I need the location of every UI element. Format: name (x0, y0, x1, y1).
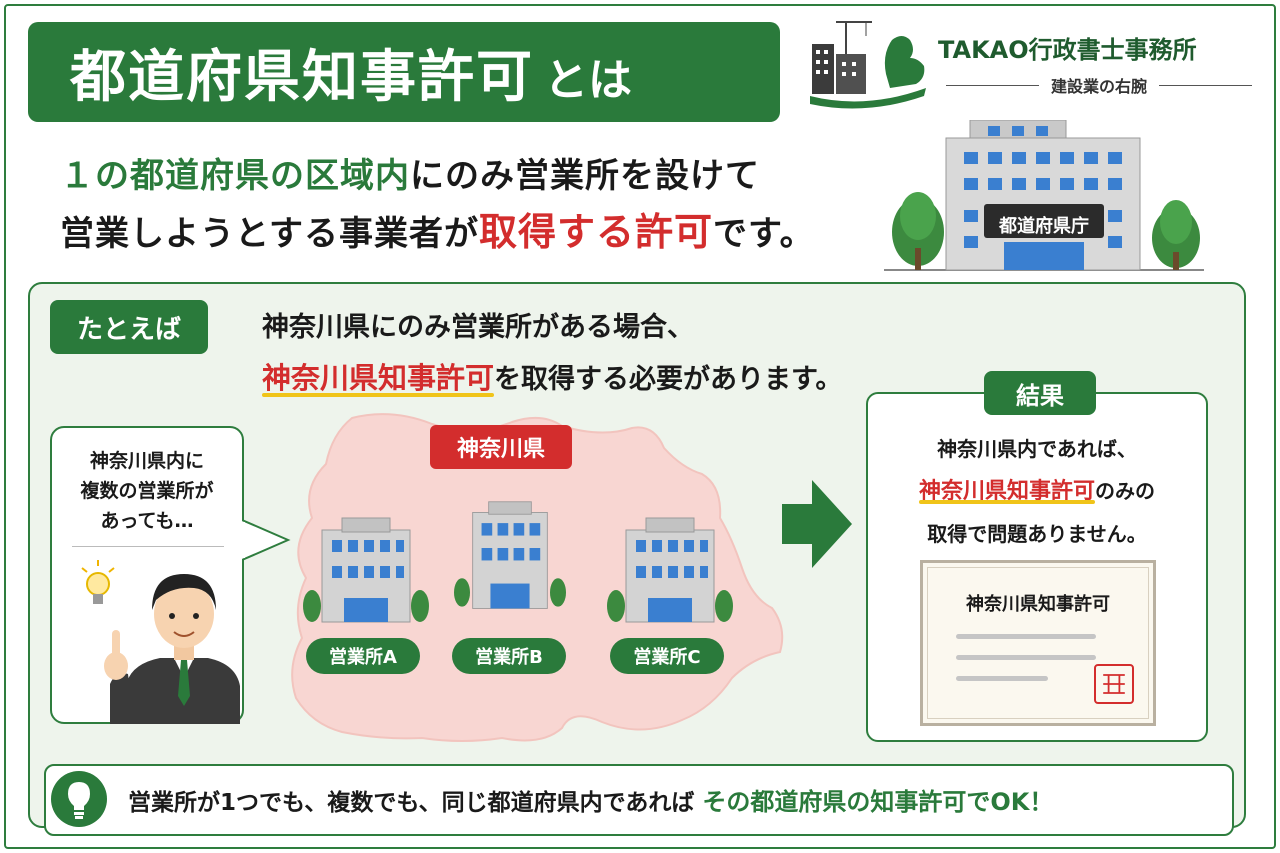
example-badge: たとえば (50, 300, 208, 354)
page-title-suffix: とは (544, 55, 632, 106)
prefecture-label: 神奈川県 (430, 425, 572, 469)
government-building-icon (884, 120, 1204, 271)
footer-text: 営業所が1つでも、複数でも、同じ都道府県内であればその都道府県の知事許可でOK！ (128, 782, 1053, 817)
certificate-line (956, 634, 1096, 639)
page-title: 都道府県知事許可 (70, 44, 534, 110)
lightbulb-icon (51, 771, 107, 827)
logo-tagline: 建設業の右腕 (946, 73, 1253, 97)
office-c-label: 営業所C (610, 638, 724, 674)
government-building-sign: 都道府県庁 (999, 216, 1089, 237)
seal-icon (1094, 664, 1134, 704)
intro-text-1: にのみ営業所を設けて (410, 156, 760, 196)
bubble-text: 神奈川県内に 複数の営業所が あっても… (50, 446, 244, 536)
bubble-line: 複数の営業所が (80, 480, 214, 502)
result-line-2: のみの (1095, 479, 1155, 503)
result-badge: 結果 (984, 371, 1096, 415)
arrow-right-icon (782, 480, 852, 568)
businessman-lightbulb-icon (81, 560, 240, 724)
outer-frame (4, 4, 1276, 849)
result-line-3: 取得で問題ありません。 (927, 522, 1147, 546)
footer-text-main: 営業所が1つでも、複数でも、同じ都道府県内であれば (128, 790, 695, 816)
title-banner: 都道府県知事許可 とは (28, 22, 780, 122)
footer-note (44, 764, 1234, 836)
divider (1159, 84, 1253, 86)
result-text: 神奈川県内であれば、 神奈川県知事許可のみの 取得で問題ありません。 (866, 428, 1208, 555)
flexed-arm-building-icon (810, 21, 926, 109)
office-building-icon (303, 517, 429, 623)
bubble-line: 神奈川県内に (89, 450, 204, 472)
intro-red-text: 取得する許可 (478, 210, 713, 254)
intro-text: １の都道府県の区域内にのみ営業所を設けて 営業しようとする事業者が取得する許可で… (60, 148, 815, 262)
office-a-label: 営業所A (306, 638, 420, 674)
intro-text-2: 営業しようとする事業者が (60, 214, 479, 254)
example-line-1: 神奈川県にのみ営業所がある場合、 (262, 312, 694, 343)
intro-green-text: １の都道府県の区域内 (60, 156, 410, 196)
speech-bubble-tail (242, 519, 291, 561)
office-building-icon (607, 517, 733, 623)
footer-highlight: その都道府県の知事許可でOK！ (702, 788, 1054, 816)
divider (72, 546, 224, 547)
certificate-line (956, 655, 1096, 660)
certificate (920, 560, 1156, 726)
logo-name: TAKAO行政書士事務所 (938, 36, 1197, 64)
divider (946, 84, 1039, 86)
result-highlight: 神奈川県知事許可 (918, 479, 1095, 504)
bubble-line: あっても… (100, 510, 194, 532)
example-text: 神奈川県にのみ営業所がある場合、 神奈川県知事許可を取得する必要があります。 (262, 303, 842, 405)
logo-tagline-text: 建設業の右腕 (1051, 77, 1148, 96)
intro-text-3: です。 (713, 214, 815, 254)
certificate-line (956, 676, 1048, 681)
office-b-label: 営業所B (452, 638, 566, 674)
example-highlight: 神奈川県知事許可 (262, 361, 495, 395)
example-line-2: を取得する必要があります。 (494, 364, 843, 395)
office-building-icon (454, 501, 566, 609)
result-line-1: 神奈川県内であれば、 (937, 437, 1137, 461)
certificate-title: 神奈川県知事許可 (966, 594, 1110, 615)
